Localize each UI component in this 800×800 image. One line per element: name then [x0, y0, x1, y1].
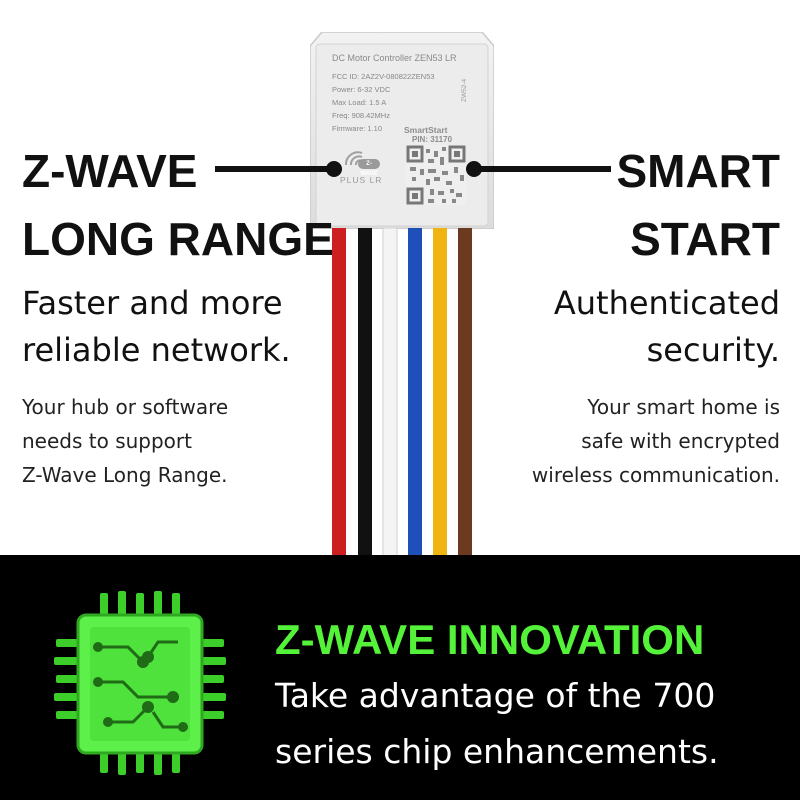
- zen53-device: DC Motor Controller ZEN53 LR FCC ID: 2AZ…: [310, 32, 494, 229]
- smartstart-pin: PIN: 31170: [412, 135, 453, 144]
- device-spec: Power: 6-32 VDC: [332, 85, 391, 94]
- wire-blue: [408, 228, 422, 558]
- right-connector-line: [473, 166, 611, 172]
- band-body-line2: series chip enhancements.: [275, 732, 719, 771]
- right-note-line2: safe with encrypted: [581, 429, 780, 453]
- qr-pattern: [406, 145, 466, 205]
- left-note-line3: Z-Wave Long Range.: [22, 463, 228, 487]
- wire-bundle: [332, 228, 472, 558]
- left-heading-line2: LONG RANGE: [22, 213, 334, 265]
- left-subtitle-line2: reliable network.: [22, 331, 291, 369]
- device-spec: Freq: 908.42MHz: [332, 111, 390, 120]
- device-housing: [310, 32, 494, 229]
- band-body: Take advantage of the 700 series chip en…: [275, 668, 719, 780]
- left-note-line2: needs to support: [22, 429, 192, 453]
- device-title: DC Motor Controller ZEN53 LR: [332, 53, 457, 63]
- smartstart-label: SmartStart: [404, 125, 448, 135]
- chip-icon: [54, 591, 226, 775]
- wire-yellow: [433, 228, 447, 558]
- plus-lr-label: PLUS LR: [340, 175, 383, 185]
- left-connector-line: [215, 166, 333, 172]
- right-note-line3: wireless communication.: [531, 463, 780, 487]
- left-heading-line1: Z-WAVE: [22, 145, 198, 197]
- left-note-line1: Your hub or software: [22, 395, 229, 419]
- left-connector-dot: [326, 161, 342, 177]
- wire-white: [382, 228, 398, 558]
- right-connector-dot: [466, 161, 482, 177]
- right-heading-line1: SMART: [616, 145, 780, 197]
- wire-red: [332, 228, 346, 558]
- device-spec: Max Load: 1.5 A: [332, 98, 387, 107]
- zwave-badge: Z-WAVE: [358, 159, 380, 177]
- right-subtitle-line2: security.: [646, 331, 780, 369]
- band-body-line1: Take advantage of the 700: [275, 676, 716, 715]
- device-side-code: ZW52-4: [461, 78, 468, 102]
- right-subtitle-line1: Authenticated: [553, 284, 780, 322]
- left-subtitle-line1: Faster and more: [22, 284, 283, 322]
- right-heading-line2: START: [630, 213, 780, 265]
- right-note-line1: Your smart home is: [587, 395, 780, 419]
- wire-brown: [458, 228, 472, 558]
- device-spec: Firmware: 1.10: [332, 124, 383, 133]
- band-title: Z-WAVE INNOVATION: [275, 616, 705, 663]
- wire-black: [358, 228, 372, 558]
- device-spec: FCC ID: 2AZ2V-080822ZEN53: [332, 72, 435, 81]
